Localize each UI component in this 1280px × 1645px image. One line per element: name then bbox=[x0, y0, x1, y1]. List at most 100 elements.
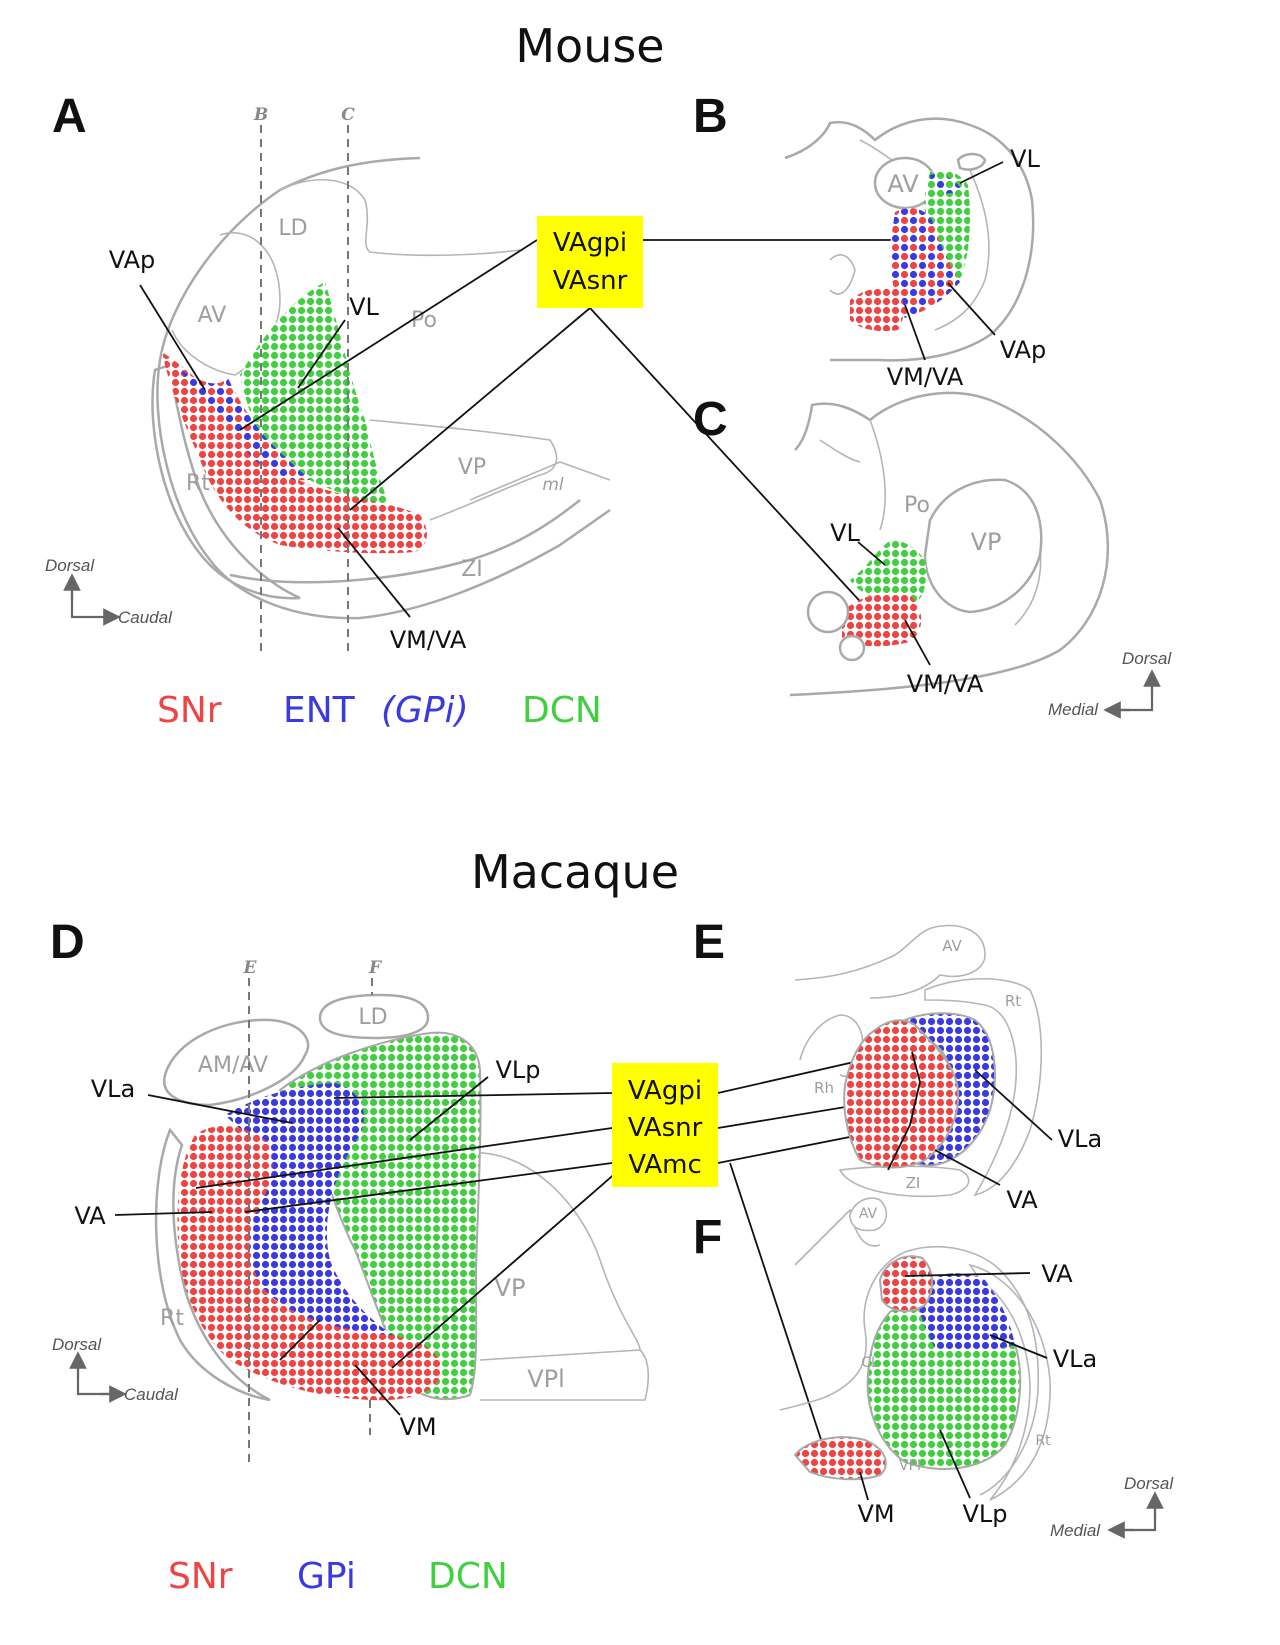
panel-c-label-vl: VL bbox=[830, 519, 860, 547]
panel-c-small-oval-2 bbox=[838, 634, 866, 662]
panel-a-label-vap: VAp bbox=[109, 246, 156, 274]
panel-e-zi-outline bbox=[838, 1165, 970, 1198]
panel-f-label-vm: VM bbox=[857, 1500, 894, 1528]
panel-a-snr-zone bbox=[162, 352, 427, 554]
orientation-a: Dorsal Caudal bbox=[45, 556, 173, 627]
panel-d-vm-leader bbox=[354, 1364, 401, 1416]
panel-d-label-va: VA bbox=[74, 1202, 106, 1230]
panel-c-dcn-zone bbox=[850, 540, 927, 605]
panel-d-region-amav: AM/AV bbox=[198, 1053, 268, 1078]
panel-e-region-av: AV bbox=[942, 937, 962, 955]
mouse-legend-dcn: DCN bbox=[522, 690, 602, 731]
mouse-legend: SNr ENT (GPi) DCN bbox=[157, 690, 602, 731]
macaque-box-leader-vamc-d bbox=[244, 1162, 613, 1213]
panel-d-diagram: LD AM/AV Rt VP VPl E F VLa VLp VA VM bbox=[74, 958, 650, 1465]
panel-a-diagram: LD AV Po Rt VP ml ZI B C VAp VL VM/VA bbox=[109, 105, 611, 655]
panel-a-vl-leader bbox=[297, 319, 346, 389]
mouse-box-background bbox=[537, 216, 643, 308]
panel-c-letter: C bbox=[693, 393, 728, 446]
panel-b-vl-leader bbox=[959, 161, 1004, 184]
panel-a-vmva-leader bbox=[337, 527, 411, 618]
orientation-d-dorsal: Dorsal bbox=[52, 1335, 102, 1354]
macaque-box-vasnr: VAsnr bbox=[628, 1113, 703, 1143]
panel-d-rt-outline bbox=[154, 1127, 271, 1402]
panel-e-diagram: AV Rt Rh ZI VLa VA bbox=[794, 924, 1103, 1214]
macaque-box-leader-vasnr-d bbox=[195, 1127, 613, 1189]
panel-f-diagram: AV CL Rt VPl VA VLa VM VLp bbox=[779, 1197, 1098, 1528]
panel-a-rt-outline bbox=[151, 363, 301, 600]
panel-e-top-outline bbox=[794, 924, 986, 999]
panel-f-label-vlp: VLp bbox=[962, 1500, 1007, 1528]
panel-e-label-va: VA bbox=[1006, 1186, 1038, 1214]
orientation-a-caudal: Caudal bbox=[118, 608, 173, 627]
panel-d-ld-oval bbox=[318, 993, 430, 1040]
panel-d-region-rt: Rt bbox=[160, 1306, 184, 1331]
panel-a-letter: A bbox=[52, 90, 87, 143]
panel-e-bracket bbox=[887, 1051, 921, 1171]
panel-f-letter: F bbox=[693, 1211, 722, 1264]
panel-c-vp-oval bbox=[923, 478, 1043, 614]
panel-e-region-rt: Rt bbox=[1005, 992, 1021, 1010]
panel-b-vmva-leader bbox=[904, 304, 926, 361]
panel-d-region-ld: LD bbox=[358, 1005, 387, 1030]
panel-a-outer-outline bbox=[156, 156, 611, 620]
panel-d-vm-leader-2 bbox=[279, 1319, 321, 1361]
panel-e-label-vla: VLa bbox=[1058, 1125, 1103, 1153]
mouse-box-leader-to-c bbox=[589, 307, 869, 611]
macaque-nucleus-box: VAgpi VAsnr VAmc bbox=[195, 1035, 969, 1477]
orientation-a-dorsal: Dorsal bbox=[45, 556, 95, 575]
panel-d-cut-label-e: E bbox=[243, 958, 258, 978]
mouse-box-leader-to-a-vasnr bbox=[349, 307, 591, 511]
panel-f-label-va: VA bbox=[1041, 1260, 1073, 1288]
panel-b-label-vap: VAp bbox=[1000, 336, 1047, 364]
panel-d-region-vp: VP bbox=[495, 1274, 526, 1302]
macaque-title: Macaque bbox=[471, 845, 679, 899]
panel-a-ld-av-outline bbox=[171, 178, 521, 376]
panel-c-diagram: Po VP VL VM/VA bbox=[789, 391, 1110, 698]
panel-e-region-zi: ZI bbox=[906, 1174, 921, 1192]
panel-c-vl-leader bbox=[857, 541, 886, 566]
panel-d-label-vlp: VLp bbox=[495, 1056, 540, 1084]
macaque-box-leader-vamc-e bbox=[717, 1132, 871, 1164]
panel-d-va-leader bbox=[114, 1211, 213, 1216]
panel-f-gpi-zone bbox=[915, 1273, 1015, 1351]
macaque-box-background bbox=[612, 1063, 718, 1187]
macaque-legend: SNr GPi DCN bbox=[168, 1556, 508, 1597]
orientation-a-arrow bbox=[70, 582, 121, 626]
panel-a-region-zi: ZI bbox=[461, 557, 483, 582]
panel-d-cut-label-f: F bbox=[368, 958, 383, 978]
panel-e-vla-leader bbox=[974, 1069, 1053, 1141]
orientation-bc-dorsal: Dorsal bbox=[1122, 649, 1172, 668]
panel-f-av-oval bbox=[849, 1197, 888, 1232]
panel-c-small-oval-1 bbox=[806, 590, 850, 634]
orientation-d-arrow bbox=[76, 1362, 116, 1396]
panel-a-cut-label-b: B bbox=[253, 105, 268, 125]
panel-b-diagram: AV VL VAp VM/VA bbox=[784, 117, 1047, 391]
panel-c-snr-zone bbox=[842, 593, 922, 647]
panel-a-ent-zone bbox=[180, 370, 310, 481]
orientation-ef-dorsal: Dorsal bbox=[1124, 1474, 1174, 1493]
panel-f-rt-outline bbox=[968, 1263, 1051, 1501]
orientation-ef-arrow bbox=[1118, 1502, 1157, 1532]
panel-b-ent-upper bbox=[930, 174, 962, 194]
panel-e-snr-zone bbox=[843, 1019, 960, 1169]
orientation-bc-medial: Medial bbox=[1048, 700, 1099, 719]
panel-b-small-oval bbox=[956, 152, 987, 171]
mouse-title: Mouse bbox=[515, 19, 664, 73]
panel-f-region-av: AV bbox=[859, 1206, 878, 1222]
macaque-legend-gpi: GPi bbox=[297, 1556, 356, 1597]
panel-d-letter: D bbox=[50, 916, 85, 969]
panel-f-region-vpl: VPl bbox=[899, 1458, 921, 1474]
panel-a-region-ml: ml bbox=[542, 475, 564, 495]
panel-d-snr-zone bbox=[177, 1125, 442, 1401]
mouse-box-leader-to-a-vagpi bbox=[239, 239, 538, 431]
panel-b-vap-leader bbox=[947, 282, 996, 336]
panel-f-label-vla: VLa bbox=[1053, 1345, 1098, 1373]
mouse-legend-snr: SNr bbox=[157, 690, 222, 731]
panel-c-outer-outline bbox=[789, 391, 1110, 697]
panel-b-region-av: AV bbox=[887, 170, 919, 198]
panel-a-region-av: AV bbox=[198, 303, 227, 328]
panel-b-mix-zone bbox=[889, 208, 960, 318]
orientation-d: Dorsal Caudal bbox=[52, 1335, 179, 1404]
